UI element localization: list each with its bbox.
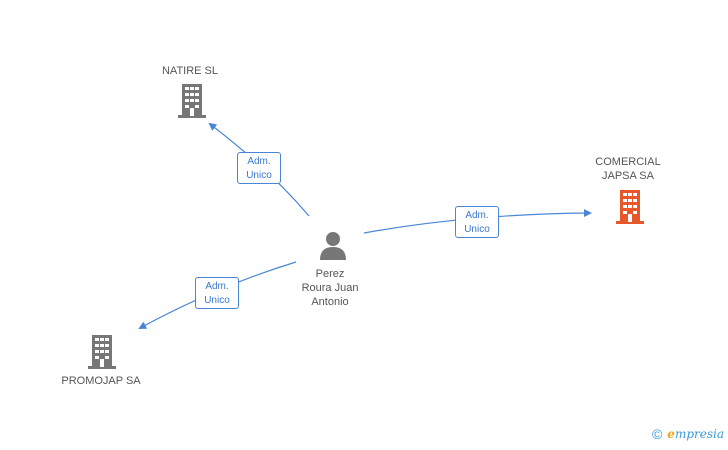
building-icon[interactable] [178, 84, 206, 123]
node-label-natire[interactable]: NATIRE SL [161, 65, 219, 77]
person-icon[interactable] [318, 230, 348, 265]
node-label-person[interactable]: Perez Roura Juan Antonio [301, 268, 359, 308]
edge-label-to-promojap[interactable]: Adm. Unico [195, 277, 239, 309]
node-label-promojap[interactable]: PROMOJAP SA [61, 375, 141, 387]
copyright-icon: © [651, 426, 663, 442]
edge-label-line2: Unico [246, 170, 272, 181]
brand-initial: e [667, 427, 675, 441]
edge-label-line2: Unico [204, 295, 230, 306]
node-label-comercial[interactable]: COMERCIAL JAPSA SA [595, 156, 661, 182]
brand-rest: mpresia [674, 427, 724, 441]
edge-label-to-natire[interactable]: Adm. Unico [237, 152, 281, 184]
building-icon[interactable] [614, 190, 646, 229]
footer-brand: © empresia [652, 426, 724, 442]
edge-label-to-comercial[interactable]: Adm. Unico [455, 206, 499, 238]
building-icon[interactable] [88, 335, 116, 374]
edge-label-line1: Adm. [465, 210, 489, 221]
edge-label-line2: Unico [464, 224, 490, 235]
edge-label-line1: Adm. [205, 281, 229, 292]
brand-logo[interactable]: empresia [667, 427, 724, 441]
edge-label-line1: Adm. [247, 156, 271, 167]
